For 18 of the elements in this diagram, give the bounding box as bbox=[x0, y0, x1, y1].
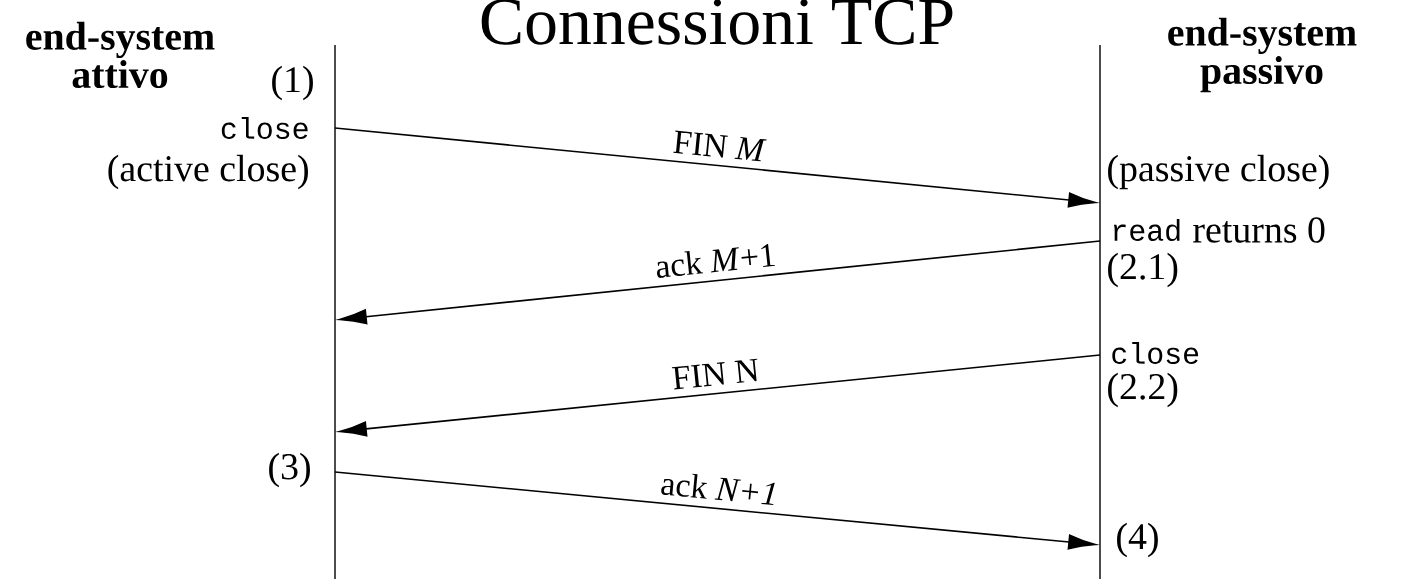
function-name: close bbox=[1112, 342, 1199, 364]
event-label: (3) bbox=[269, 452, 310, 488]
event-label: (2.1) bbox=[1108, 252, 1178, 288]
event-label: (passive close) bbox=[1108, 154, 1329, 190]
function-name: read bbox=[1113, 219, 1180, 241]
lifeline-heading: end-system attivo bbox=[26, 21, 215, 89]
event-label: (4) bbox=[1117, 522, 1158, 558]
event-label: (1) bbox=[272, 65, 313, 101]
edge-label: ack M+1 bbox=[651, 240, 780, 281]
edge-label: FIN M bbox=[669, 128, 769, 164]
event-label: returns 0 bbox=[1193, 217, 1325, 243]
function-name: close bbox=[221, 117, 308, 139]
event-label: (2.2) bbox=[1108, 372, 1178, 408]
lifeline-heading: end-system passivo bbox=[1168, 17, 1357, 93]
edge-label: ack N+1 bbox=[657, 468, 782, 508]
title: Connessioni TCP bbox=[481, 0, 953, 45]
event-label: (active close) bbox=[108, 154, 308, 190]
edge-label: FIN N bbox=[668, 356, 763, 392]
